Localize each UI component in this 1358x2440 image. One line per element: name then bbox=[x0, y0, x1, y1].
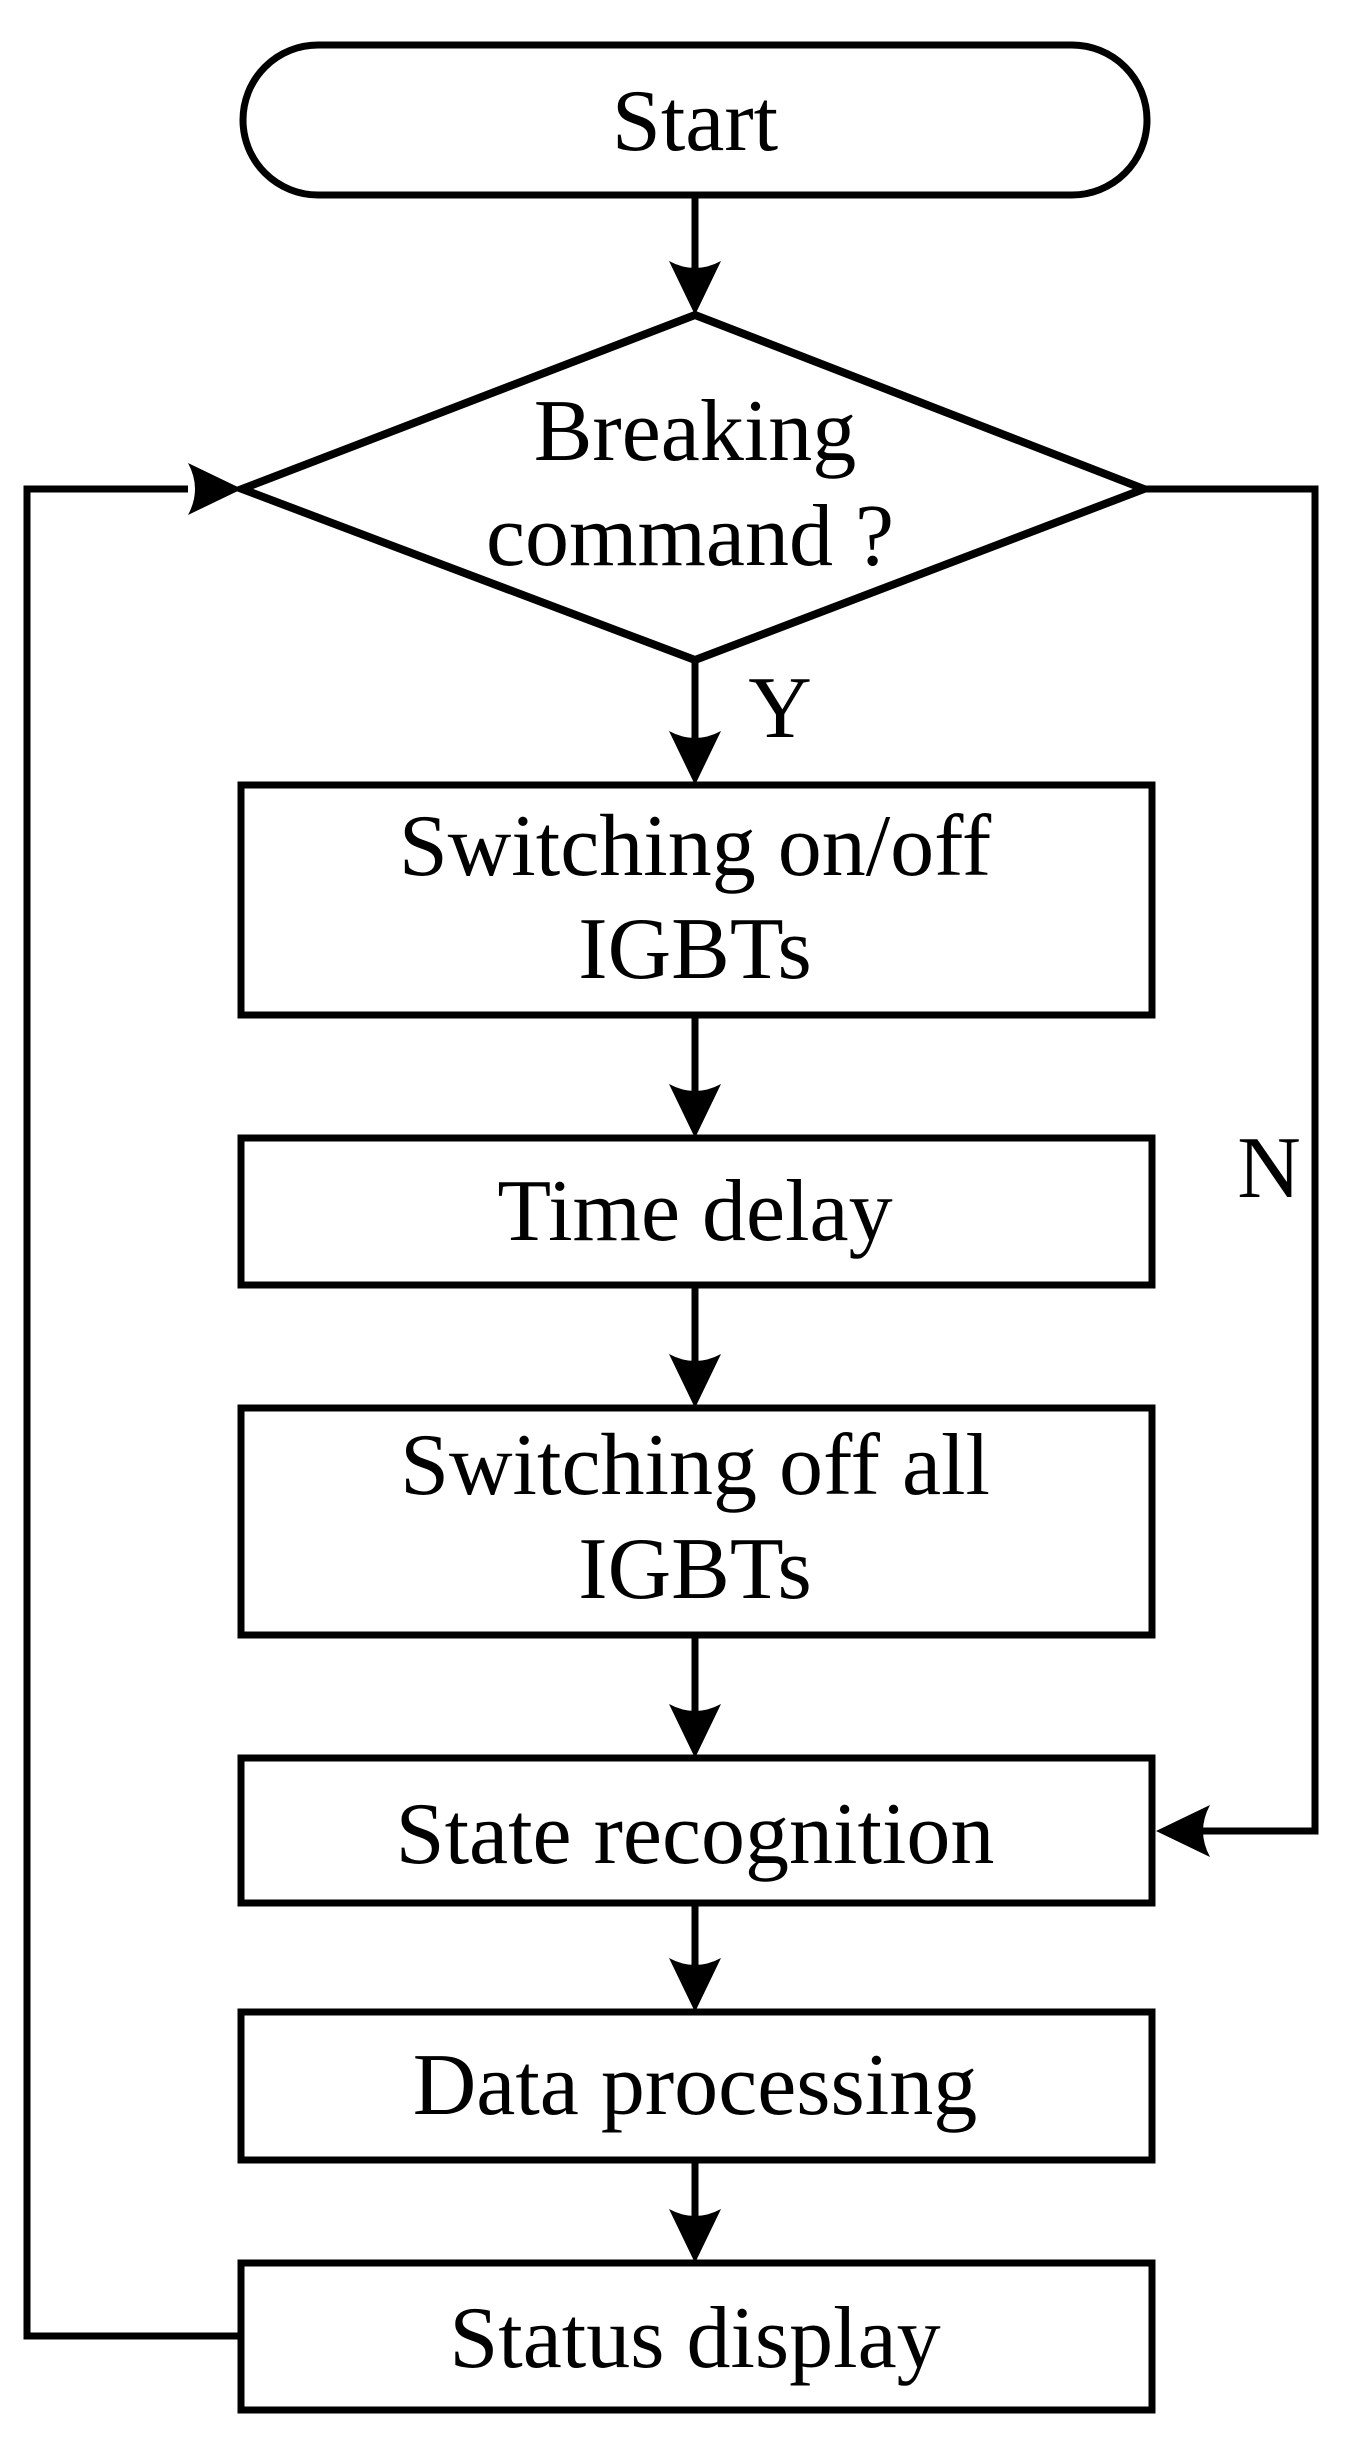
switching-off-all-label-line2: IGBTs bbox=[578, 1521, 811, 1618]
node-switching-on-off-igbts: Switching on/off IGBTs bbox=[237, 781, 1156, 1019]
decision-label-line1: Breaking bbox=[534, 383, 857, 480]
node-data-processing: Data processing bbox=[237, 2008, 1156, 2164]
arrowhead-down-icon bbox=[669, 731, 721, 785]
arrowhead-left-icon bbox=[1156, 1805, 1210, 1857]
switching-on-off-label-line2: IGBTs bbox=[578, 901, 811, 998]
status-display-label: Status display bbox=[449, 2290, 940, 2387]
node-time-delay: Time delay bbox=[237, 1134, 1156, 1289]
branch-yes-label: Y bbox=[748, 660, 812, 757]
switching-off-all-label-line1: Switching off all bbox=[400, 1417, 990, 1514]
node-status-display: Status display bbox=[237, 2259, 1156, 2414]
edge-data-processing-to-status-display bbox=[669, 2160, 721, 2263]
arrowhead-down-icon bbox=[669, 2209, 721, 2263]
data-processing-label: Data processing bbox=[413, 2037, 977, 2134]
switching-on-off-label-line1: Switching on/off bbox=[399, 798, 992, 895]
edge-start-to-decision bbox=[669, 195, 721, 315]
edge-switching-off-all-to-state-recognition bbox=[669, 1635, 721, 1758]
state-recognition-label: State recognition bbox=[396, 1786, 995, 1883]
edge-feedback-loop bbox=[23, 463, 242, 2340]
edge-state-recognition-to-data-processing bbox=[669, 1903, 721, 2012]
start-label: Start bbox=[612, 73, 778, 170]
node-state-recognition: State recognition bbox=[237, 1754, 1156, 1907]
node-switching-off-all-igbts: Switching off all IGBTs bbox=[237, 1404, 1156, 1639]
arrowhead-down-icon bbox=[669, 261, 721, 315]
decision-label-line2: command ? bbox=[486, 488, 894, 585]
time-delay-label: Time delay bbox=[497, 1163, 892, 1260]
arrowhead-right-icon bbox=[188, 463, 242, 515]
branch-no-label: N bbox=[1237, 1120, 1301, 1217]
edge-time-delay-to-switching-off-all bbox=[669, 1285, 721, 1408]
arrowhead-down-icon bbox=[669, 1958, 721, 2012]
edge-decision-to-switching-on-off bbox=[669, 660, 721, 785]
edge-switching-on-off-to-time-delay bbox=[669, 1015, 721, 1138]
arrowhead-down-icon bbox=[669, 1084, 721, 1138]
node-start: Start bbox=[239, 41, 1151, 199]
node-decision-breaking-command: Breaking command ? bbox=[230, 310, 1156, 665]
arrowhead-down-icon bbox=[669, 1704, 721, 1758]
arrowhead-down-icon bbox=[669, 1354, 721, 1408]
edge-no-branch-loop bbox=[1144, 485, 1319, 1857]
